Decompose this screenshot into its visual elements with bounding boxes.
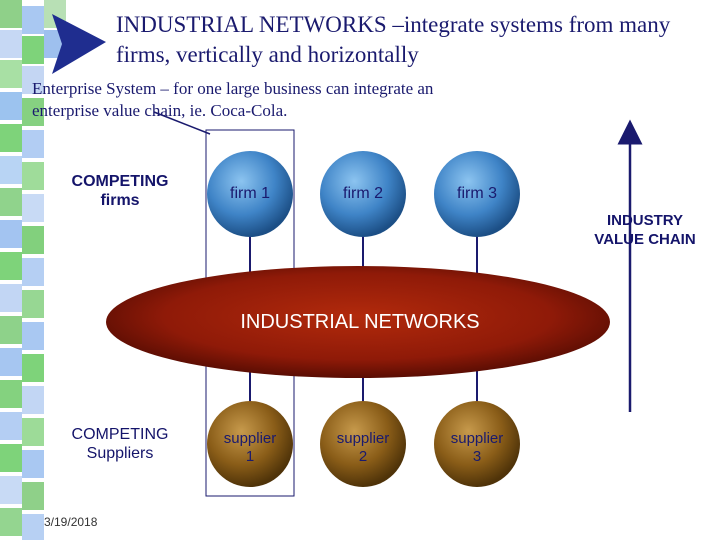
firm-label-2: firm 2 <box>343 185 383 202</box>
supplier-circle-1 <box>207 401 293 487</box>
firm-label-1: firm 1 <box>230 185 270 202</box>
firm-label-3: firm 3 <box>457 185 497 202</box>
supplier-circle-3 <box>434 401 520 487</box>
firm-circle-2 <box>320 151 406 237</box>
footer-date: 3/19/2018 <box>44 515 98 529</box>
pointer-arrow-icon <box>52 14 106 74</box>
industrial-network-ellipse <box>106 266 610 378</box>
subtitle: Enterprise System – for one large busine… <box>32 79 434 120</box>
competing-firms-label: COMPETING firms <box>71 173 169 209</box>
firm-circle-1 <box>207 151 293 237</box>
industry-value-chain-label: INDUSTRY VALUE CHAIN <box>594 212 696 248</box>
pointer-line <box>153 111 211 135</box>
industrial-networks-label: INDUSTRIAL NETWORKS <box>240 311 480 333</box>
competing-suppliers-label: COMPETING Suppliers <box>71 426 169 462</box>
supplier-circle-2 <box>320 401 406 487</box>
page-title: INDUSTRIAL NETWORKS –integrate systems f… <box>116 12 671 67</box>
decorative-left-strip <box>0 0 86 540</box>
firm-circle-3 <box>434 151 520 237</box>
